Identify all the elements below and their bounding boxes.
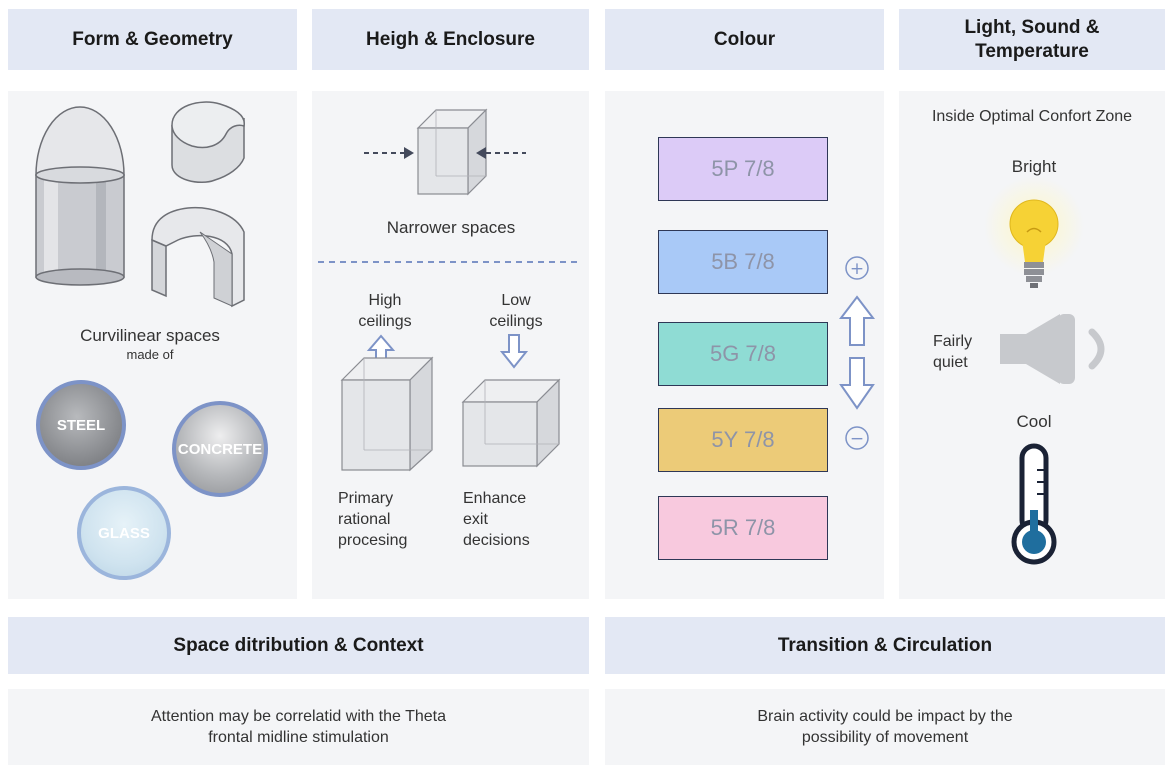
plus-symbol: + [850,259,864,279]
material-steel: STEEL [36,380,126,470]
colour-swatch-pink: 5R 7/8 [658,496,828,560]
material-concrete-label: CONCRETE [177,440,263,458]
header-transition-circulation: Transition & Circulation [605,617,1165,674]
header-light-sound-temperature: Light, Sound & Temperature [899,9,1165,70]
lightbulb-icon [984,176,1084,288]
material-concrete: CONCRETE [172,401,268,497]
arch-tunnel-shape [151,206,245,308]
material-glass-label: GLASS [98,524,150,542]
narrower-spaces-label: Narrower spaces [386,218,516,237]
arrow-right-icon [364,147,414,159]
arrow-down-icon [839,357,875,410]
made-of-label: made of [126,347,174,362]
header-space-distribution: Space ditribution & Context [8,617,589,674]
header-colour: Colour [605,9,884,70]
thermometer-icon [1011,443,1057,565]
arrow-down-icon [499,334,529,369]
panel-space-distribution: Attention may be correlatid with the The… [8,689,589,765]
short-cube-icon [461,378,561,468]
enhance-exit-label: Enhance exit decisions [463,490,530,549]
confort-zone-label: Inside Optimal Confort Zone [931,108,1133,125]
arrow-left-icon [476,147,526,159]
colour-swatch-green: 5G 7/8 [658,322,828,386]
colour-swatch-purple: 5P 7/8 [658,137,828,201]
height-enclosure-illustration [318,108,582,472]
environment-icons [984,176,1105,565]
colour-scale-illustration: + − [838,256,876,450]
minus-circle-icon: − [845,426,869,450]
primary-rational-label: Primary rational procesing [338,490,408,549]
minus-symbol: − [850,429,864,449]
colour-swatch-yellow: 5Y 7/8 [658,408,828,472]
tall-cube-icon [340,356,434,472]
bright-label: Bright [1011,157,1057,176]
high-ceilings-label: High ceilings [358,292,412,330]
header-height-enclosure: Heigh & Enclosure [312,9,589,70]
narrow-cube-icon [416,108,488,196]
plus-circle-icon: + [845,256,869,280]
transition-circulation-text: Brain activity could be impact by the po… [757,708,1013,746]
fairly-quiet-label: Fairly quiet [933,333,973,371]
material-steel-label: STEEL [56,416,106,434]
speaker-icon [1000,314,1105,384]
kidney-extrusion-shape [171,101,245,184]
low-ceilings-label: Low ceilings [489,292,543,330]
cool-label: Cool [1016,412,1052,431]
arrow-up-icon [838,295,876,346]
material-glass: GLASS [77,486,171,580]
panel-transition-circulation: Brain activity could be impact by the po… [605,689,1165,765]
colour-swatch-blue: 5B 7/8 [658,230,828,294]
dome-cylinder-shape [35,106,125,286]
space-distribution-text: Attention may be correlatid with the The… [151,708,446,746]
curvilinear-shapes-illustration [35,101,245,308]
header-form-geometry: Form & Geometry [8,9,297,70]
curvilinear-label: Curvilinear spaces [80,326,220,345]
